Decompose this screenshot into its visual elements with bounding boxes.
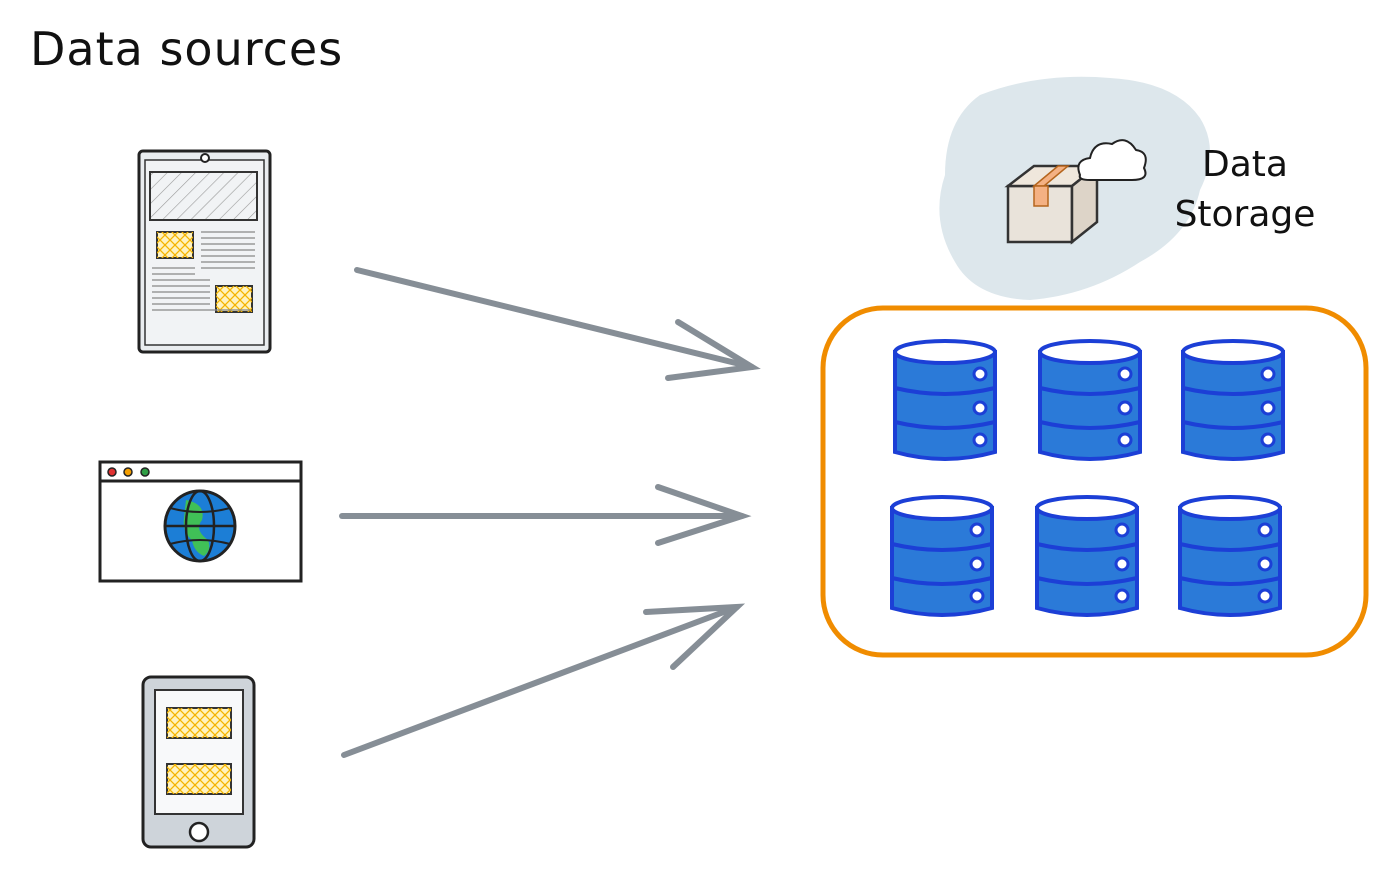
database-6 <box>1178 495 1282 617</box>
database-2 <box>1038 339 1142 461</box>
globe-icon <box>98 460 303 583</box>
cloud-icon <box>1077 139 1147 181</box>
phone-icon <box>141 675 256 849</box>
arrow-1 <box>354 267 761 381</box>
storage-label-line1: Data <box>1202 144 1288 185</box>
document-icon <box>137 149 272 354</box>
database-4 <box>890 495 994 617</box>
arrow-3 <box>341 603 746 758</box>
storage-label-line2: Storage <box>1174 194 1316 235</box>
database-5 <box>1035 495 1139 617</box>
storage-container <box>820 305 1369 658</box>
storage-label: Data Storage <box>1150 140 1340 240</box>
package-icon <box>1004 163 1101 245</box>
database-1 <box>893 339 997 461</box>
diagram-title: Data sources <box>30 22 344 76</box>
arrow-2 <box>339 484 752 546</box>
database-3 <box>1181 339 1285 461</box>
